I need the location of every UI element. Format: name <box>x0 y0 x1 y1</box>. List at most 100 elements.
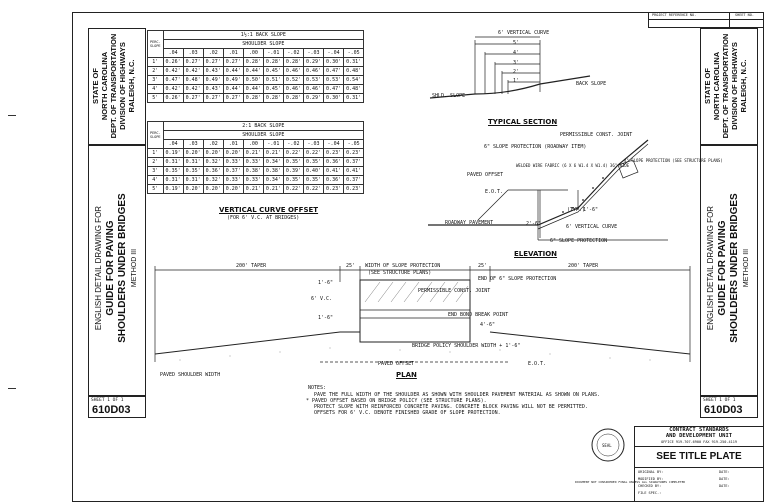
plan-eot-label: E.O.T. <box>528 361 547 367</box>
table-cell: 0.20' <box>182 148 204 158</box>
signoff-date-label: DATE: <box>719 470 730 474</box>
roadway-slope-protection-label: 6" SLOPE PROTECTION (ROADWAY ITEM) <box>484 144 587 150</box>
table-cell: 0.53' <box>302 75 325 85</box>
table-cell: 0.37' <box>222 166 244 176</box>
table-cell: 0.26' <box>162 57 184 67</box>
table-cell: 0.50' <box>242 75 264 85</box>
title-block-right-text: ENGLISH DETAIL DRAWING FOR GUIDE FOR PAV… <box>706 193 750 343</box>
sheet-of-label: SHEET 1 OF 1 <box>703 398 736 403</box>
row-header: 1' <box>147 148 164 158</box>
table-cell: 0.28' <box>242 57 264 67</box>
table-cell: 0.35' <box>282 175 304 185</box>
title-block-left-text: ENGLISH DETAIL DRAWING FOR GUIDE FOR PAV… <box>94 193 138 343</box>
table-cell: 0.48' <box>343 66 365 76</box>
back-slope-table-1-5-to-1: PERC. SLOPE 1½:1 BACK SLOPE SHOULDER SLO… <box>147 30 365 103</box>
note-line: PROTECT SLOPE WITH REINFORCED CONCRETE P… <box>314 404 588 410</box>
table-cell: 0.20' <box>222 184 244 194</box>
table-cell: 0.30' <box>323 93 345 103</box>
table-cell: 0.49' <box>202 75 224 85</box>
title-block-left <box>88 144 146 396</box>
state-block-left <box>88 28 146 146</box>
paved-shoulder-width-label: PAVED SHOULDER WIDTH <box>160 372 221 378</box>
table-cell: 0.28' <box>262 93 284 103</box>
table-cell: 0.37' <box>343 175 365 185</box>
table-cell: 0.28' <box>242 93 264 103</box>
title-block-right <box>700 144 758 396</box>
signoff-date-label: DATE: <box>719 477 730 481</box>
table-cell: 0.22' <box>282 184 304 194</box>
table-cell: 0.48' <box>343 84 365 94</box>
sheet-no-label: SHEET NO. <box>735 13 754 17</box>
table-cell: 0.27' <box>222 57 244 67</box>
shoulder-slope-label: SHLD. SLOPE <box>432 93 466 99</box>
table-cell: 0.35' <box>302 175 325 185</box>
table-cell: 0.32' <box>202 175 224 185</box>
typical-section-title: TYPICAL SECTION <box>488 118 558 126</box>
sheet-number-left: SHEET 1 OF 1 610D03 <box>88 396 146 418</box>
table-row: 5'0.19'0.20'0.20'0.20'0.21'0.21'0.22'0.2… <box>147 184 365 194</box>
table-cell: 0.38' <box>242 166 264 176</box>
table-cell: 0.32' <box>202 157 224 167</box>
table-row: 5'0.26'0.27'0.27'0.27'0.28'0.28'0.28'0.2… <box>147 93 365 103</box>
table-cell: 0.45' <box>262 84 284 94</box>
plan-title: PLAN <box>396 371 417 379</box>
table-cell: 0.20' <box>182 184 204 194</box>
table-cell: 0.27' <box>202 93 224 103</box>
table-cell: 0.52' <box>282 75 304 85</box>
table-cell: 0.36' <box>202 166 224 176</box>
table-cell: 0.33' <box>222 157 244 167</box>
table-cell: 0.44' <box>242 66 264 76</box>
table-row: 4'0.42'0.42'0.43'0.44'0.44'0.45'0.46'0.4… <box>147 84 365 94</box>
column-header-row: .04.03.02.01.00-.01-.02-.03-.04-.05 <box>148 139 365 149</box>
dim-2: 2' <box>513 69 520 75</box>
table-cell: 0.48' <box>182 75 204 85</box>
plan-dim-1-6-top: 1'-6" <box>318 280 334 286</box>
state-block-right <box>700 28 758 146</box>
roadway-pavement-label: ROADWAY PAVEMENT <box>445 220 494 226</box>
row-header: 5' <box>147 184 164 194</box>
taper-right-label: 200' TAPER <box>568 263 599 269</box>
dim-25-left: 25' <box>346 263 356 269</box>
table-cell: 0.23' <box>323 184 345 194</box>
table-title: 2:1 BACK SLOPE <box>162 121 365 131</box>
table-cell: 0.33' <box>242 157 264 167</box>
bridge-policy-width-label: BRIDGE POLICY SHOULDER WIDTH + 1'-6" <box>412 343 521 349</box>
contract-title-block: CONTRACT STANDARDS AND DEVELOPMENT UNIT … <box>634 426 764 502</box>
table-cell: 0.37' <box>343 157 365 167</box>
table-title: 1½:1 BACK SLOPE <box>162 30 365 40</box>
plan-dim-1-6-bottom: 1'-6" <box>318 315 334 321</box>
elevation-dim-1-6: 1'-6" <box>583 207 599 213</box>
table-cell: 0.29' <box>302 57 325 67</box>
table-cell: 0.47' <box>323 66 345 76</box>
permissible-joint-label: PERMISSIBLE CONST. JOINT <box>560 132 633 138</box>
seal-note: DOCUMENT NOT CONSIDERED FINAL UNLESS ALL… <box>575 480 686 484</box>
table-row: 1'0.19'0.20'0.20'0.20'0.21'0.21'0.22'0.2… <box>147 148 365 158</box>
row-header: 2' <box>147 157 164 167</box>
row-header: 4' <box>147 84 164 94</box>
table-cell: 0.36' <box>323 175 345 185</box>
row-header: 1' <box>147 57 164 67</box>
slope-protection-width-label: WIDTH OF SLOPE PROTECTION <box>365 263 441 269</box>
signoff-date-label: DATE: <box>719 484 730 488</box>
table-cell: 0.21' <box>242 148 264 158</box>
see-title-plate: SEE TITLE PLATE <box>656 451 742 462</box>
structure-slope-protection-label: 4" SLOPE PROTECTION (SEE STRUCTURE PLANS… <box>624 158 723 163</box>
plan-vc-label: 6' V.C. <box>311 296 333 302</box>
project-ref-label: PROJECT REFERENCE NO. <box>652 13 697 17</box>
column-header-row: .04.03.02.01.00-.01-.02-.03-.04-.05 <box>148 48 365 58</box>
row-header: 2' <box>147 66 164 76</box>
table-cell: 0.30' <box>323 57 345 67</box>
seal-icon <box>591 428 625 462</box>
table-cell: 0.31' <box>162 175 184 185</box>
margin-tick <box>8 388 16 389</box>
elevation-drawing <box>428 139 668 241</box>
table-row: 3'0.47'0.48'0.49'0.49'0.50'0.51'0.52'0.5… <box>147 75 365 85</box>
table-row: 2'0.42'0.42'0.43'0.44'0.44'0.45'0.46'0.4… <box>147 66 365 76</box>
table-cell: 0.27' <box>202 57 224 67</box>
sheet-of-label: SHEET 1 OF 1 <box>91 398 124 403</box>
table-cell: 0.20' <box>202 184 224 194</box>
elevation-dim-2-6: 2'-6" <box>526 221 542 227</box>
table-cell: 0.23' <box>343 184 365 194</box>
table-cell: 0.35' <box>302 157 325 167</box>
signoff-checked-label: CHECKED BY: <box>638 484 662 488</box>
